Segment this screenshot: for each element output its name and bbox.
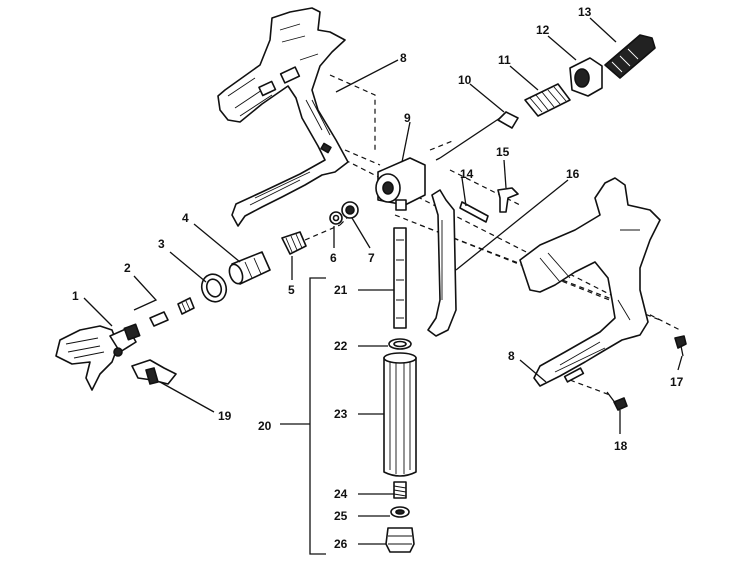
callout-9: 9: [404, 111, 411, 125]
callout-20: 20: [258, 419, 272, 433]
callout-18: 18: [614, 439, 628, 453]
screw-17: [674, 335, 687, 357]
callout-8-lower: 8: [508, 349, 515, 363]
callout-24: 24: [334, 487, 348, 501]
tip-guard: [55, 323, 141, 391]
nut-12: [569, 57, 603, 97]
callout-21: 21: [334, 283, 348, 297]
screw-18: [606, 391, 628, 411]
ring-3: [200, 273, 228, 303]
gun-body-lower: [519, 177, 661, 387]
callout-22: 22: [334, 339, 348, 353]
callout-19: 19: [218, 409, 232, 423]
callout-4: 4: [182, 211, 189, 225]
seal-7: [341, 201, 359, 219]
callout-26: 26: [334, 537, 348, 551]
fitting-26: [385, 527, 415, 553]
callout-2: 2: [124, 261, 131, 275]
callout-15: 15: [496, 145, 510, 159]
gun-body-upper: [217, 7, 349, 227]
fluid-housing: [375, 157, 426, 211]
tip-parts-2: [149, 297, 195, 327]
tip-19: [131, 359, 177, 385]
oring-22: [388, 338, 412, 350]
callout-25: 25: [334, 509, 348, 523]
callout-23: 23: [334, 407, 348, 421]
spring-5: [281, 231, 307, 255]
callout-10: 10: [458, 73, 472, 87]
callout-1: 1: [72, 289, 79, 303]
spring-11: [524, 83, 571, 117]
needle: [435, 111, 519, 161]
callout-12: 12: [536, 23, 550, 37]
callout-3: 3: [158, 237, 165, 251]
knob-13: [604, 34, 656, 79]
callout-5: 5: [288, 283, 295, 297]
filter-21: [393, 227, 407, 329]
pin-14: [459, 201, 489, 223]
callout-13: 13: [578, 5, 592, 19]
pin-15: [497, 187, 519, 213]
callout-8-upper: 8: [400, 51, 407, 65]
leader-lines: [83, 17, 683, 555]
callout-6: 6: [330, 251, 337, 265]
trigger: [427, 189, 457, 337]
filter-housing-23: [383, 352, 417, 477]
oring-25: [390, 506, 410, 518]
callout-16: 16: [566, 167, 580, 181]
spring-24: [393, 481, 407, 499]
sleeve-4: [228, 251, 271, 285]
callout-11: 11: [498, 53, 511, 67]
callout-17: 17: [670, 375, 684, 389]
ring-6: [329, 211, 343, 225]
callout-14: 14: [460, 167, 474, 181]
callout-7: 7: [368, 251, 375, 265]
